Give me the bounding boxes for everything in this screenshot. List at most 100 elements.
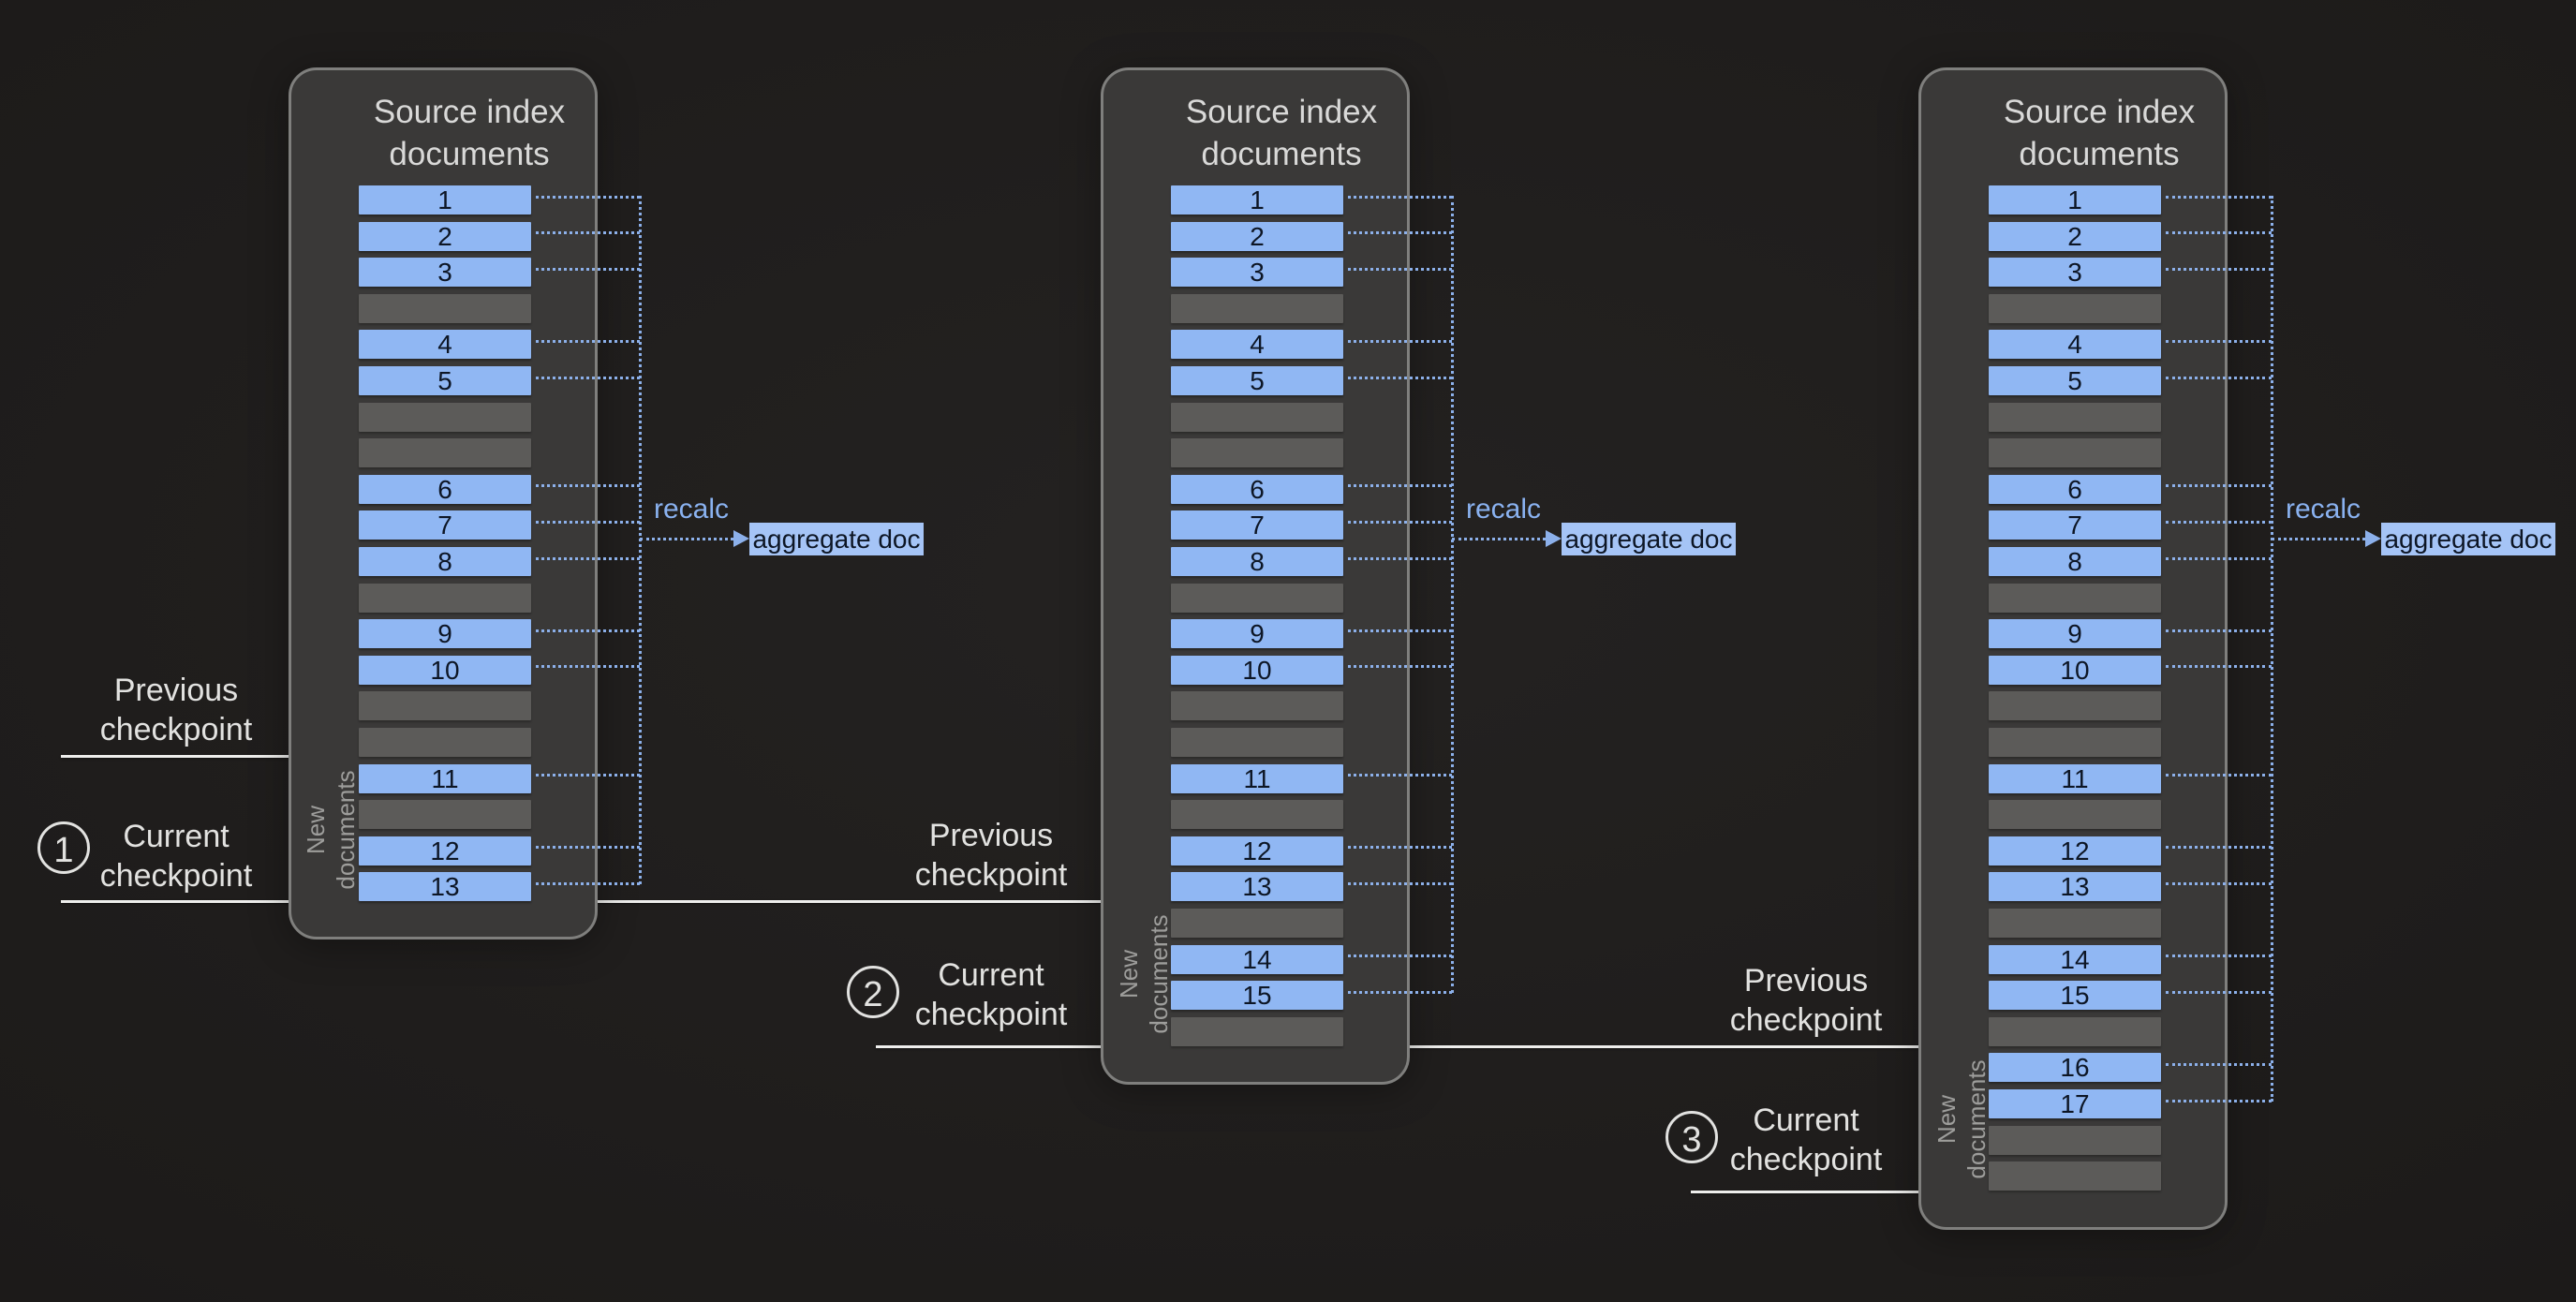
document-row: 10 [359, 655, 531, 685]
document-number: 13 [2060, 872, 2090, 902]
document-row: 3 [359, 258, 531, 288]
recalc-arrow-line [640, 538, 733, 540]
document-number: 9 [1250, 619, 1265, 649]
document-number: 3 [437, 258, 452, 288]
document-connector-line [2166, 1062, 2272, 1066]
checkpoint-number-badge: 1 [37, 821, 90, 874]
document-connector-line [536, 484, 640, 488]
document-number: 6 [1250, 474, 1265, 504]
previous-checkpoint-label: Previous checkpoint [914, 818, 1068, 893]
document-row: 4 [1171, 330, 1343, 360]
placeholder-row [359, 728, 531, 757]
document-number: 7 [2067, 510, 2082, 540]
document-row: 1 [1989, 185, 2161, 215]
document-row: 17 [1989, 1089, 2161, 1118]
document-row: 8 [359, 547, 531, 576]
document-number: 3 [2067, 258, 2082, 288]
document-connector-line [536, 665, 640, 669]
document-connector-line [2166, 774, 2272, 777]
placeholder-row [359, 583, 531, 613]
document-connector-line [1348, 556, 1452, 560]
document-row: 13 [1989, 872, 2161, 902]
document-connector-line [1348, 267, 1452, 271]
document-connector-line [1348, 629, 1452, 632]
placeholder-row [1171, 728, 1343, 757]
placeholder-row [1171, 583, 1343, 613]
recalc-arrow-line [1452, 538, 1546, 540]
document-connector-line [536, 629, 640, 632]
document-row: 15 [1171, 981, 1343, 1011]
document-row: 2 [359, 221, 531, 251]
placeholder-row [1989, 1161, 2161, 1191]
document-connector-line [2166, 339, 2272, 343]
document-number: 4 [2067, 330, 2082, 360]
document-number: 13 [1242, 872, 1272, 902]
aggregate-doc-badge: aggregate doc [749, 523, 924, 555]
document-number: 2 [2067, 221, 2082, 251]
document-number: 9 [2067, 619, 2082, 649]
document-connector-line [1348, 990, 1452, 994]
document-number: 2 [437, 221, 452, 251]
placeholder-row [1989, 1125, 2161, 1155]
document-number: 5 [2067, 366, 2082, 395]
aggregate-doc-badge: aggregate doc [1562, 523, 1736, 555]
document-connector-line [536, 267, 640, 271]
document-connector-line [2166, 846, 2272, 850]
placeholder-row [1989, 402, 2161, 432]
document-connector-line [2166, 1099, 2272, 1102]
placeholder-row [1989, 728, 2161, 757]
document-connector-line [2166, 267, 2272, 271]
document-connector-line [2166, 665, 2272, 669]
recalc-arrowhead-icon [733, 530, 749, 547]
document-number: 16 [2060, 1053, 2090, 1083]
document-row: 14 [1989, 944, 2161, 974]
placeholder-row [359, 438, 531, 468]
previous-checkpoint-label: Previous checkpoint [99, 673, 253, 747]
current-checkpoint-label: Current checkpoint [1729, 1102, 1883, 1177]
document-number: 8 [2067, 547, 2082, 576]
checkpoint-number-badge: 2 [847, 966, 899, 1018]
new-documents-label: New documents [1932, 1059, 1991, 1179]
checkpoint-line-1-current-2-previous [61, 900, 1399, 903]
document-number: 2 [1250, 221, 1265, 251]
document-row: 6 [359, 474, 531, 504]
document-connector-line [536, 339, 640, 343]
aggregate-doc-badge: aggregate doc [2381, 523, 2555, 555]
document-connector-line [2166, 556, 2272, 560]
document-number: 14 [2060, 944, 2090, 974]
document-row: 14 [1171, 944, 1343, 974]
document-row: 3 [1171, 258, 1343, 288]
document-connector-line [2166, 231, 2272, 235]
placeholder-row [1989, 1016, 2161, 1046]
document-row: 7 [1989, 510, 2161, 540]
document-row: 2 [1171, 221, 1343, 251]
document-row: 2 [1989, 221, 2161, 251]
document-connector-line [2166, 520, 2272, 524]
document-number: 11 [431, 763, 459, 793]
recalc-arrowhead-icon [2365, 530, 2381, 547]
document-number: 4 [1250, 330, 1265, 360]
document-number: 5 [437, 366, 452, 395]
recalc-label: recalc [654, 494, 730, 525]
document-connector-line [536, 195, 640, 199]
placeholder-row [1171, 909, 1343, 938]
placeholder-row [1171, 691, 1343, 721]
document-number: 11 [1243, 763, 1271, 793]
document-row: 8 [1171, 547, 1343, 576]
placeholder-row [1989, 909, 2161, 938]
document-number: 7 [437, 510, 452, 540]
document-number: 1 [2067, 185, 2082, 215]
document-number: 8 [1250, 547, 1265, 576]
document-connector-line [1348, 520, 1452, 524]
document-connector-line [536, 556, 640, 560]
document-connector-line [1348, 231, 1452, 235]
document-connector-line [1348, 339, 1452, 343]
document-connector-line [536, 376, 640, 379]
checkpoint-line-2-current-3-previous [876, 1045, 2214, 1048]
document-row: 13 [1171, 872, 1343, 902]
document-row: 9 [359, 619, 531, 649]
document-number: 3 [1250, 258, 1265, 288]
